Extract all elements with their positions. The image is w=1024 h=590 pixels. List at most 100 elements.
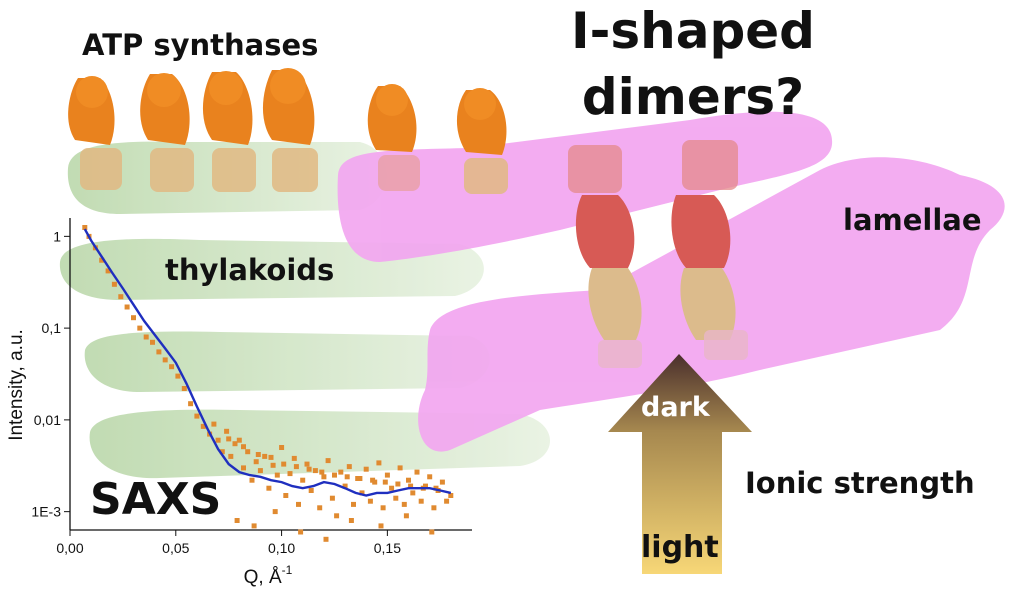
data-point: [351, 501, 356, 507]
data-point: [124, 304, 130, 310]
arrow-dark-label: dark: [641, 392, 710, 423]
data-point: [334, 513, 340, 519]
data-point: [300, 477, 306, 483]
data-point: [143, 334, 149, 340]
thylakoids-label: thylakoids: [165, 253, 335, 287]
data-point: [111, 281, 117, 287]
chart-x-axis-title: Q, Å-1: [244, 563, 293, 588]
data-point: [410, 490, 416, 496]
y-tick-label: 1: [53, 228, 61, 244]
data-point: [357, 476, 363, 481]
data-point: [228, 453, 234, 459]
thylakoid-membrane-3: [84, 331, 490, 392]
y-tick-label: 0,01: [34, 412, 61, 428]
data-point: [380, 505, 386, 511]
data-point: [393, 495, 399, 501]
data-point: [150, 339, 155, 345]
data-point: [245, 449, 251, 455]
dimer-right-monomer: [671, 140, 748, 360]
data-point: [329, 495, 335, 501]
data-point: [194, 413, 200, 419]
data-point: [279, 445, 285, 450]
data-point: [319, 469, 325, 475]
data-point: [346, 464, 352, 470]
data-point: [348, 518, 354, 523]
data-point: [370, 477, 376, 483]
data-point: [137, 325, 143, 331]
data-point: [253, 459, 259, 465]
data-point: [344, 474, 350, 480]
data-point: [251, 523, 257, 529]
data-point: [376, 460, 382, 466]
saxs-label: SAXS: [90, 474, 222, 525]
data-point: [439, 479, 445, 485]
data-point: [257, 468, 263, 474]
y-tick-label: 0,1: [42, 320, 62, 336]
data-point: [287, 471, 293, 477]
data-point: [99, 257, 105, 263]
data-point: [181, 386, 187, 391]
atp-synthase-1: [68, 76, 122, 190]
data-point: [131, 315, 136, 321]
atp-synthase-4: [262, 68, 318, 192]
data-point: [262, 453, 268, 459]
data-point: [241, 444, 246, 450]
data-point: [384, 472, 390, 478]
data-point: [325, 458, 331, 464]
data-point: [403, 513, 409, 519]
data-point: [427, 474, 433, 480]
data-point: [234, 518, 240, 523]
chart-fit-line: [83, 228, 452, 497]
i-shaped-dimer: [568, 140, 748, 368]
data-point: [266, 485, 272, 491]
i-shaped-title-line1: I-shaped: [571, 2, 815, 60]
data-point: [363, 466, 369, 472]
data-point: [162, 357, 168, 363]
data-point: [382, 479, 388, 485]
x-tick-label: 0,05: [162, 540, 189, 556]
data-point: [444, 498, 450, 504]
data-point: [378, 523, 384, 529]
chart-y-axis-title: Intensity, a.u.: [6, 329, 27, 441]
x-tick-label: 0,00: [56, 540, 83, 556]
data-point: [304, 461, 310, 467]
data-point: [395, 481, 401, 487]
data-point: [367, 498, 373, 504]
data-point: [283, 493, 289, 498]
data-point: [406, 477, 411, 483]
data-point: [431, 505, 437, 511]
data-point: [105, 268, 111, 274]
data-point: [236, 437, 242, 443]
data-point: [359, 490, 365, 496]
data-point: [118, 294, 124, 300]
i-shaped-dimers-title: I-shaped dimers?: [548, 0, 838, 130]
y-tick-label: 1E-3: [31, 504, 61, 520]
ionic-strength-label: Ionic strength: [745, 466, 975, 500]
data-point: [270, 462, 276, 468]
data-point: [323, 536, 329, 542]
arrow-light-label: light: [641, 530, 719, 565]
data-point: [200, 423, 206, 429]
data-point: [293, 464, 299, 470]
data-point: [82, 225, 88, 230]
data-point: [397, 465, 403, 471]
data-point: [169, 364, 175, 370]
data-point: [175, 373, 181, 379]
data-point: [321, 474, 327, 480]
data-point: [219, 449, 225, 455]
data-point: [296, 501, 301, 507]
i-shaped-title-line2: dimers?: [581, 68, 805, 126]
data-point: [414, 469, 420, 475]
atp-synthase-6: [456, 88, 508, 194]
data-point: [338, 469, 344, 475]
lamellae-label: lamellae: [843, 203, 982, 237]
atp-synthase-row: [68, 68, 508, 194]
data-point: [226, 436, 232, 442]
x-tick-label: 0,15: [374, 540, 401, 556]
data-point: [332, 472, 337, 478]
data-point: [255, 452, 261, 457]
data-point: [298, 529, 304, 535]
